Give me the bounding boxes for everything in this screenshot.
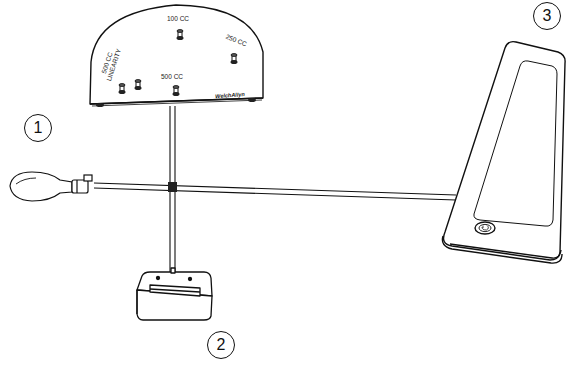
- callout-circle: 3: [533, 2, 561, 30]
- inflation-bulb: [10, 172, 92, 201]
- pressure-meter: [137, 268, 212, 320]
- plate-label: 500 CC: [161, 74, 183, 81]
- plate-label: 500 CC LINEARITY: [98, 42, 124, 86]
- callout-circle: 2: [207, 331, 235, 359]
- plate-label: 250 CC: [225, 34, 248, 49]
- blood-pressure-monitor: [442, 42, 565, 263]
- plate-label: 100 CC: [167, 16, 189, 23]
- tube-junction: [168, 182, 177, 192]
- brand-logo: WelchAllyn: [215, 92, 245, 100]
- callout-number: 2: [217, 337, 226, 353]
- calibration-plate: 100 CC 250 CC 500 CC LINEARITY 500 CC WelchA…: [87, 2, 267, 108]
- callout-number: 1: [34, 120, 43, 136]
- callout-circle: 1: [24, 114, 52, 142]
- tube: [94, 183, 456, 200]
- calibration-plate: [90, 5, 263, 107]
- callout-number: 3: [543, 8, 552, 24]
